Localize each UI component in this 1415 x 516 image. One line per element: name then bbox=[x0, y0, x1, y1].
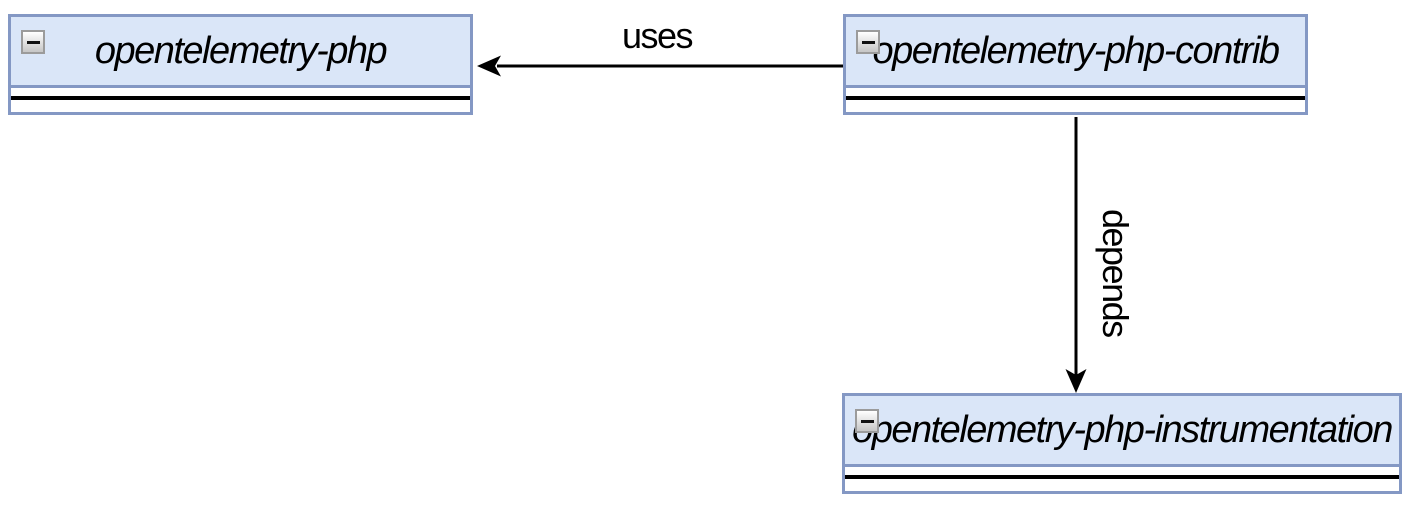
edge-label-depends: depends bbox=[1095, 209, 1136, 337]
node-label: opentelemetry-php bbox=[94, 29, 388, 72]
node-title-bar: opentelemetry-php-instrumentation bbox=[845, 396, 1399, 467]
minus-icon bbox=[861, 40, 875, 44]
node-label: opentelemetry-php-instrumentation bbox=[852, 408, 1393, 451]
minus-icon bbox=[26, 40, 40, 44]
collapse-button[interactable] bbox=[855, 409, 879, 433]
node-collapsed-body bbox=[846, 88, 1305, 109]
collapse-button[interactable] bbox=[856, 30, 880, 54]
edge-uses[interactable] bbox=[477, 55, 843, 77]
arrowhead-left-icon bbox=[477, 55, 501, 77]
node-opentelemetry-php-instrumentation[interactable]: opentelemetry-php-instrumentation bbox=[842, 393, 1402, 494]
edge-depends[interactable] bbox=[1065, 117, 1087, 393]
divider-line bbox=[845, 475, 1399, 479]
node-opentelemetry-php-contrib[interactable]: opentelemetry-php-contrib bbox=[843, 14, 1308, 115]
divider-line bbox=[11, 96, 470, 100]
edge-label-uses: uses bbox=[621, 15, 694, 56]
divider-line bbox=[846, 96, 1305, 100]
node-collapsed-body bbox=[845, 467, 1399, 488]
minus-icon bbox=[860, 419, 874, 423]
node-label: opentelemetry-php-contrib bbox=[872, 29, 1280, 72]
node-collapsed-body bbox=[11, 88, 470, 109]
collapse-button[interactable] bbox=[21, 30, 45, 54]
arrowhead-down-icon bbox=[1065, 369, 1087, 393]
node-title-bar: opentelemetry-php bbox=[11, 17, 470, 88]
node-opentelemetry-php[interactable]: opentelemetry-php bbox=[8, 14, 473, 115]
node-title-bar: opentelemetry-php-contrib bbox=[846, 17, 1305, 88]
